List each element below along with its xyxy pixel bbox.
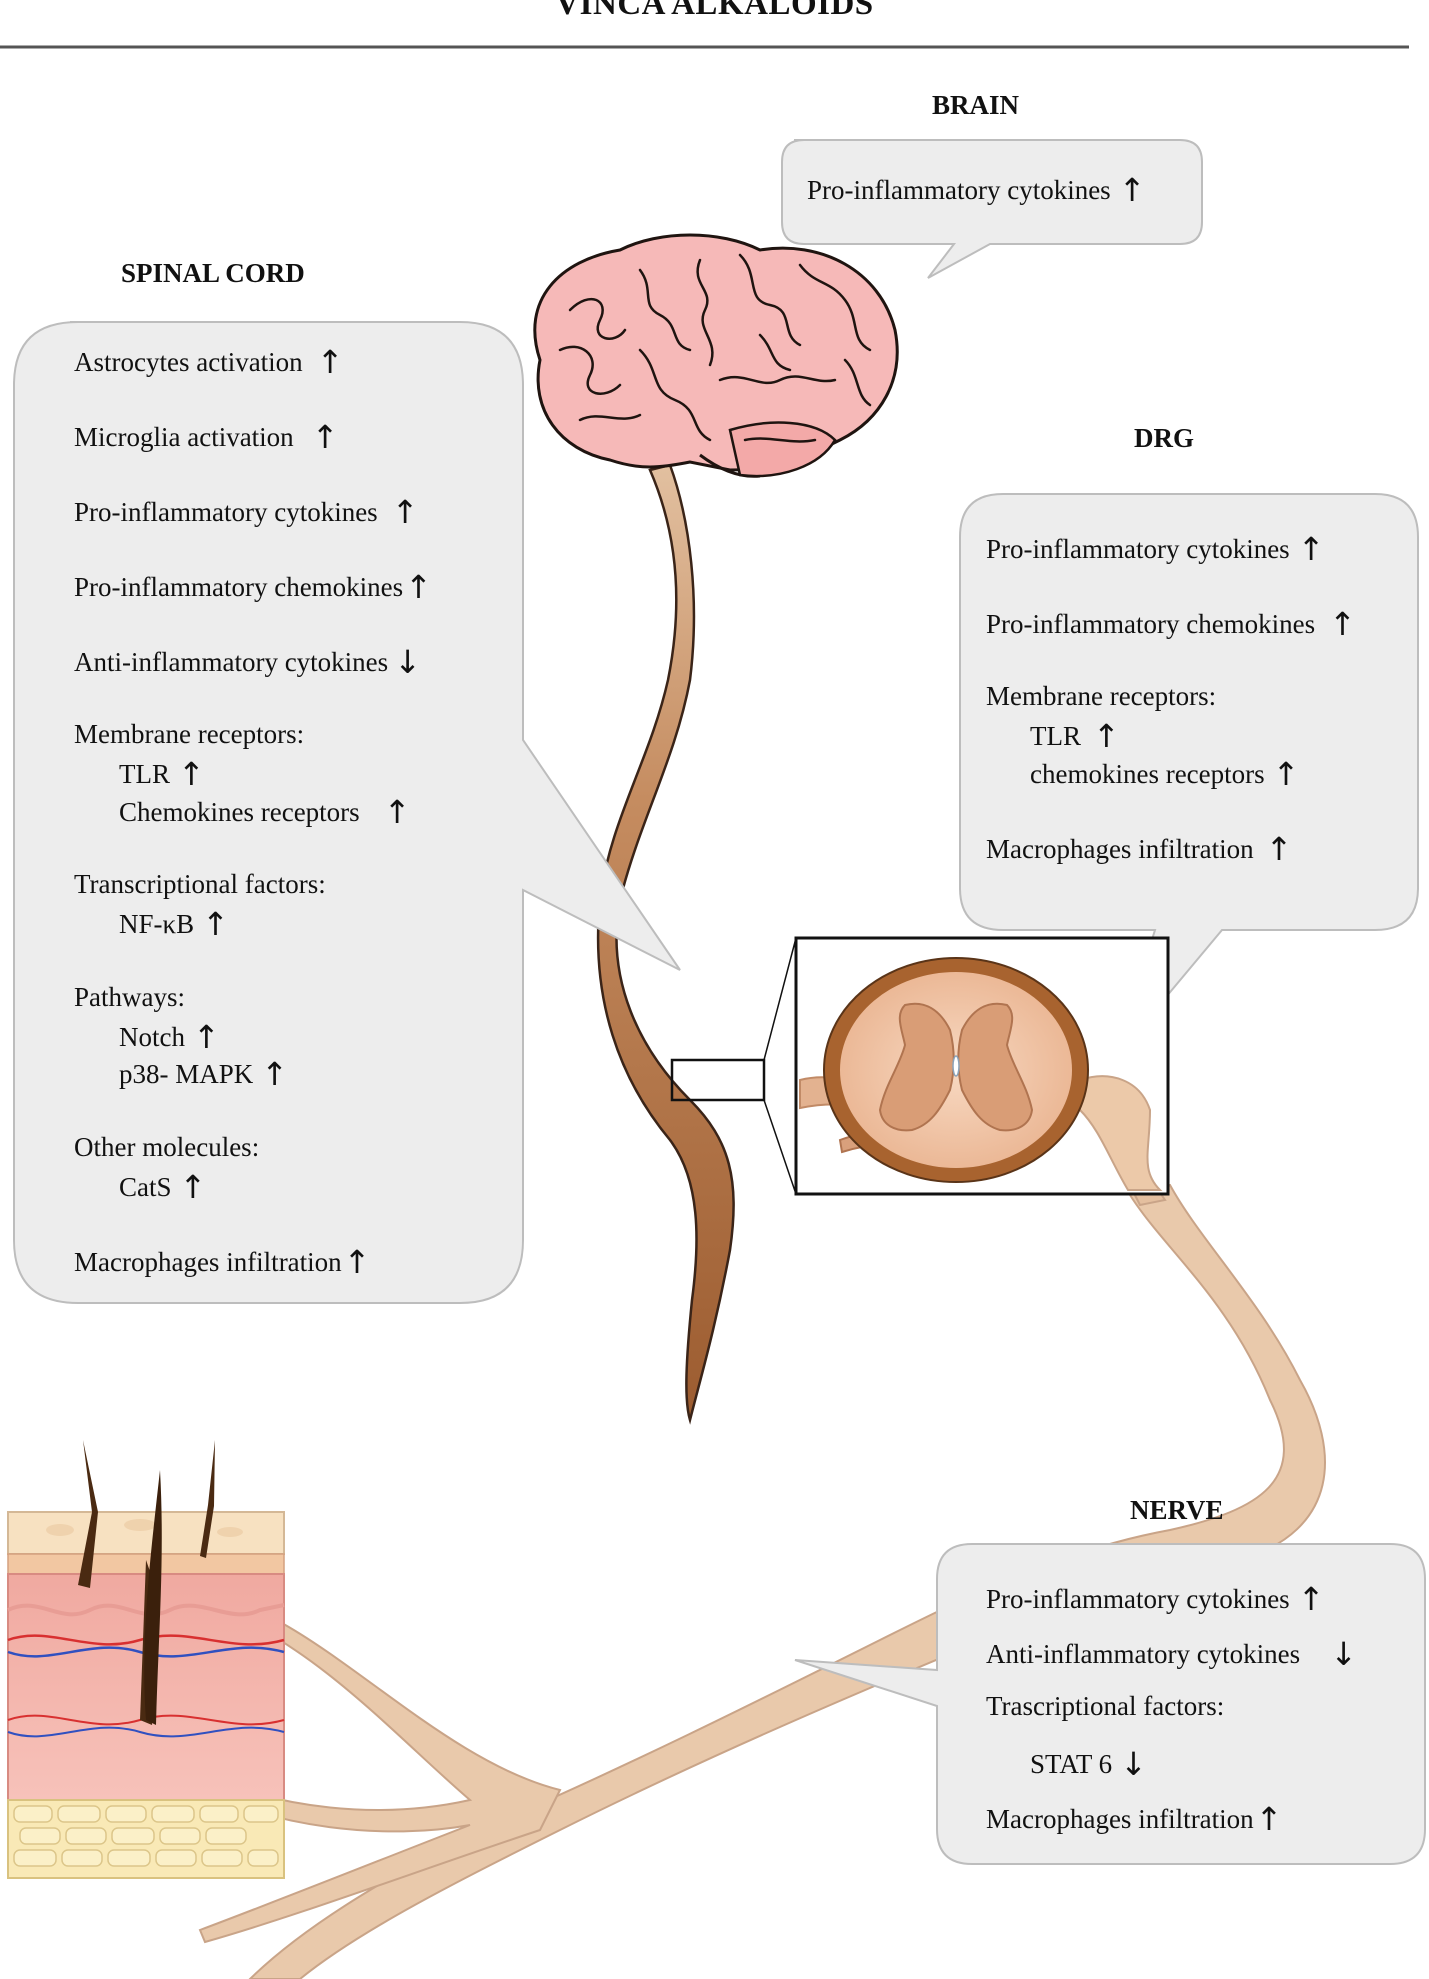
finding-item: Pro-inflammatory cytokines↑	[986, 1580, 1325, 1618]
finding-group-label: Pathways:	[74, 982, 185, 1012]
up-arrow-icon: ↑	[1297, 530, 1325, 568]
up-arrow-icon: ↑	[391, 493, 419, 531]
finding-item: Pro-inflammatory chemokines↑	[74, 568, 432, 606]
up-arrow-icon: ↑	[383, 793, 411, 831]
finding-item: TLR↑	[1030, 717, 1120, 755]
finding-item: Astrocytes activation↑	[74, 343, 344, 381]
down-arrow-icon: ↓	[394, 643, 421, 681]
finding-item: NF-κB↑	[119, 905, 229, 943]
finding-group-label: Membrane receptors:	[986, 681, 1217, 711]
up-arrow-icon: ↑	[343, 1243, 371, 1281]
finding-item: p38- MAPK↑	[119, 1055, 289, 1093]
spinal-cord-callout	[13, 321, 681, 1304]
finding-item: chemokines receptors↑	[1030, 755, 1300, 793]
up-arrow-icon: ↑	[1272, 755, 1300, 793]
finding-item: Pro-inflammatory cytokines↑	[986, 530, 1325, 568]
up-arrow-icon: ↑	[311, 418, 339, 456]
skin-illustration	[7, 1440, 285, 1879]
down-arrow-icon: ↓	[1120, 1745, 1147, 1783]
up-arrow-icon: ↑	[1297, 1580, 1325, 1618]
finding-item: Macrophages infiltration↑	[986, 830, 1293, 868]
finding-item: Macrophages infiltration↑	[74, 1243, 371, 1281]
finding-item: Macrophages infiltration↑	[986, 1800, 1283, 1838]
finding-group-label: Other molecules:	[74, 1132, 260, 1162]
spinal-cord-cross-section	[794, 936, 1170, 1196]
finding-item: Pro-inflammatory cytokines↑	[74, 493, 419, 531]
brain-heading: BRAIN	[932, 90, 1020, 120]
finding-item: Anti-inflammatory cytokines↓	[986, 1635, 1357, 1673]
finding-item: Notch↑	[119, 1018, 220, 1056]
spinal-cord	[596, 463, 735, 1425]
down-arrow-icon: ↓	[1330, 1635, 1357, 1673]
up-arrow-icon: ↑	[178, 755, 205, 793]
finding-item: Pro-inflammatory chemokines↑	[986, 605, 1356, 643]
brain-illustration	[533, 233, 899, 478]
finding-item: Chemokines receptors↑	[119, 793, 411, 831]
finding-item: TLR↑	[119, 755, 205, 793]
figure-title: VINCA ALKALOIDS	[555, 0, 874, 22]
up-arrow-icon: ↑	[202, 905, 229, 943]
finding-group-label: Trascriptional factors:	[986, 1691, 1225, 1721]
finding-item: CatS↑	[119, 1168, 207, 1206]
up-arrow-icon: ↑	[261, 1055, 289, 1093]
up-arrow-icon: ↑	[1118, 171, 1146, 209]
up-arrow-icon: ↑	[1093, 717, 1120, 755]
spinal-cord-heading: SPINAL CORD	[121, 258, 305, 288]
finding-item: Microglia activation↑	[74, 418, 339, 456]
up-arrow-icon: ↑	[1265, 830, 1293, 868]
up-arrow-icon: ↑	[1329, 605, 1356, 643]
up-arrow-icon: ↑	[1255, 1800, 1283, 1838]
up-arrow-icon: ↑	[192, 1018, 220, 1056]
finding-group-label: Transcriptional factors:	[74, 869, 326, 899]
nerve-callout	[794, 1543, 1426, 1865]
cord-selection-box	[670, 1058, 766, 1102]
up-arrow-icon: ↑	[179, 1168, 207, 1206]
up-arrow-icon: ↑	[316, 343, 344, 381]
brain-callout	[781, 139, 1203, 279]
drg-heading: DRG	[1134, 423, 1194, 453]
nerve-heading: NERVE	[1130, 1495, 1224, 1525]
finding-group-label: Membrane receptors:	[74, 719, 305, 749]
finding-item: STAT 6↓	[1030, 1745, 1147, 1783]
finding-item: Pro-inflammatory cytokines↑	[807, 171, 1146, 209]
up-arrow-icon: ↑	[405, 568, 432, 606]
finding-item: Anti-inflammatory cytokines↓	[74, 643, 421, 681]
